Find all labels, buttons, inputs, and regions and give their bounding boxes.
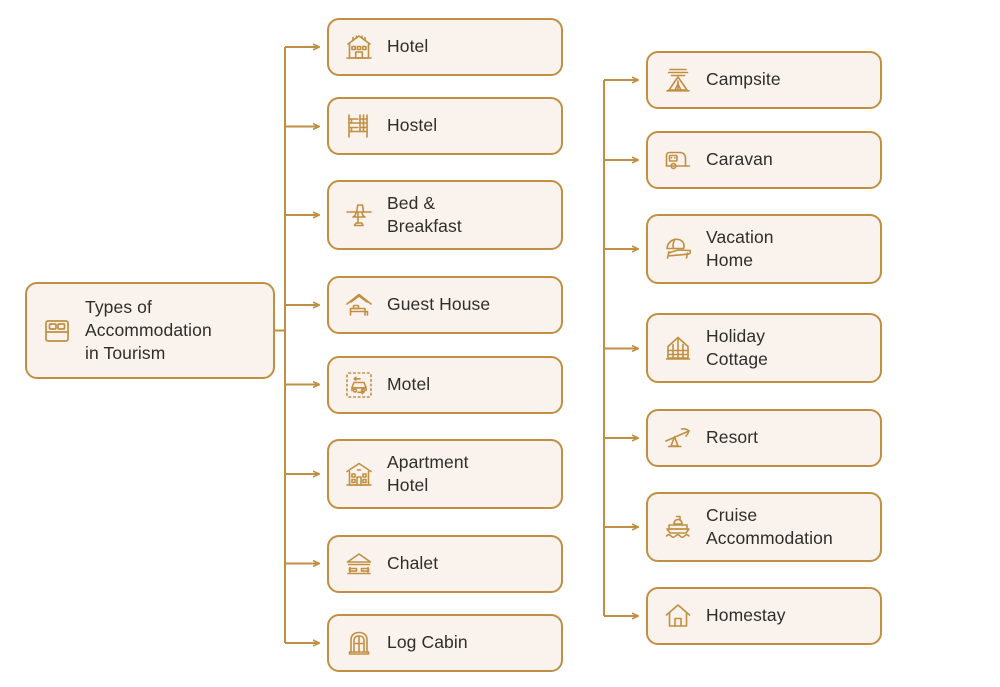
node-label: Chalet (387, 553, 439, 574)
palm-parasol-icon (662, 422, 694, 454)
node-label: Guest House (387, 294, 491, 315)
cruise-ship-icon (662, 511, 694, 543)
cottage-icon (662, 332, 694, 364)
node-label: Hostel (387, 115, 438, 136)
node-label: Cruise Accommodation (706, 504, 833, 548)
node-bed-and-breakfast[interactable]: Bed & Breakfast (327, 180, 563, 250)
node-guest-house[interactable]: Guest House (327, 276, 563, 334)
node-campsite[interactable]: Campsite (646, 51, 882, 109)
home-icon (662, 600, 694, 632)
node-label: Homestay (706, 605, 786, 626)
node-label: Log Cabin (387, 632, 468, 653)
node-label: Caravan (706, 149, 773, 170)
beach-lounger-icon (662, 233, 694, 265)
node-cruise-accommodation[interactable]: Cruise Accommodation (646, 492, 882, 562)
node-label: Hotel (387, 36, 429, 57)
node-apartment-hotel[interactable]: Apartment Hotel (327, 439, 563, 509)
node-log-cabin[interactable]: Log Cabin (327, 614, 563, 672)
bed-icon (41, 315, 73, 347)
node-homestay[interactable]: Homestay (646, 587, 882, 645)
hotel-building-icon (343, 31, 375, 63)
node-motel[interactable]: Motel (327, 356, 563, 414)
node-holiday-cottage[interactable]: Holiday Cottage (646, 313, 882, 383)
node-chalet[interactable]: Chalet (327, 535, 563, 593)
root-node[interactable]: Types of Accommodation in Tourism (25, 282, 275, 379)
caravan-icon (662, 144, 694, 176)
node-label: Resort (706, 427, 759, 448)
node-label: Apartment Hotel (387, 451, 469, 495)
apartment-building-icon (343, 458, 375, 490)
root-label: Types of Accommodation in Tourism (85, 296, 212, 364)
node-hostel[interactable]: Hostel (327, 97, 563, 155)
node-label: Holiday Cottage (706, 325, 768, 369)
breakfast-table-icon (343, 199, 375, 231)
bunk-bed-icon (343, 110, 375, 142)
node-label: Motel (387, 374, 431, 395)
car-dotted-icon (343, 369, 375, 401)
node-resort[interactable]: Resort (646, 409, 882, 467)
node-hotel[interactable]: Hotel (327, 18, 563, 76)
log-cabin-icon (343, 627, 375, 659)
chalet-icon (343, 548, 375, 580)
node-label: Campsite (706, 69, 781, 90)
node-label: Vacation Home (706, 226, 774, 270)
house-bed-icon (343, 289, 375, 321)
tent-icon (662, 64, 694, 96)
node-label: Bed & Breakfast (387, 192, 462, 236)
node-caravan[interactable]: Caravan (646, 131, 882, 189)
node-vacation-home[interactable]: Vacation Home (646, 214, 882, 284)
